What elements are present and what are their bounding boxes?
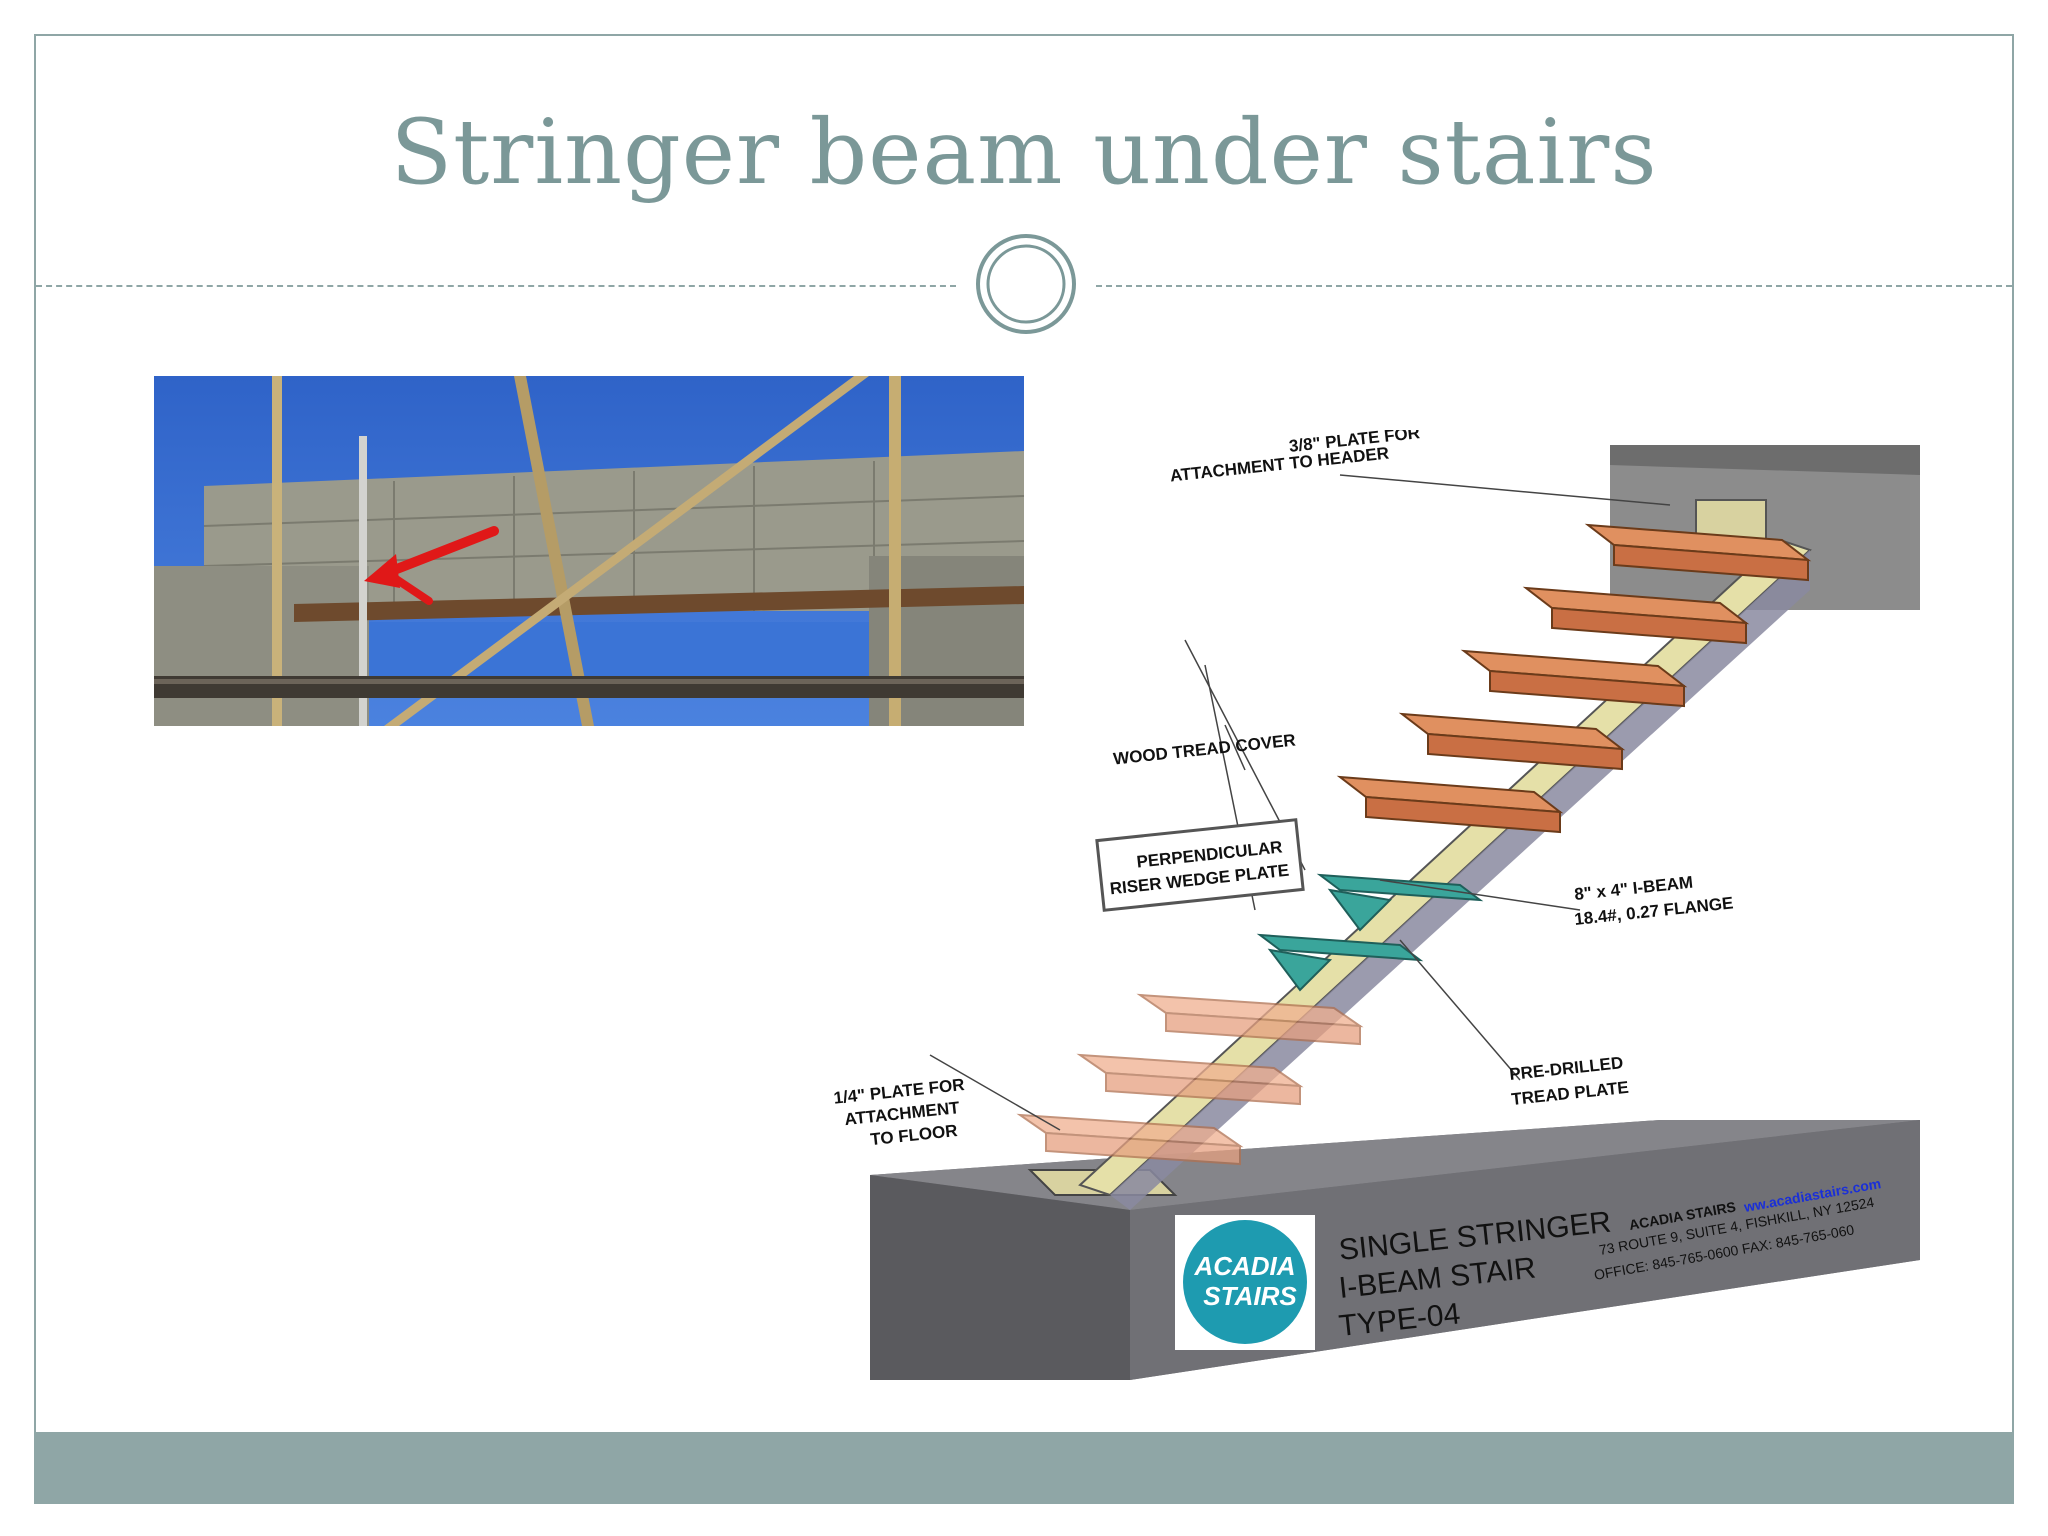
circle-ornament-icon bbox=[976, 234, 1076, 334]
slide-title: Stringer beam under stairs bbox=[390, 100, 1658, 205]
logo-text-2: STAIRS bbox=[1203, 1281, 1297, 1311]
perpendicular-label-box bbox=[1095, 818, 1305, 912]
logo-text-1: ACADIA bbox=[1193, 1251, 1295, 1281]
footer-bar bbox=[34, 1432, 2014, 1504]
title-divider-right bbox=[1096, 285, 2012, 287]
label-plate-header-2: ATTACHMENT TO HEADER bbox=[1169, 444, 1390, 486]
title-divider-left bbox=[36, 285, 956, 287]
acadia-logo-circle-icon bbox=[1183, 1220, 1307, 1344]
label-wood-tread: WOOD TREAD COVER bbox=[1112, 731, 1296, 769]
stair-diagram: 3/8" PLATE FOR ATTACHMENT TO HEADER WOOD… bbox=[833, 430, 1920, 1380]
construction-photo bbox=[154, 376, 1024, 726]
label-predrilled-2: TREAD PLATE bbox=[1510, 1078, 1629, 1109]
label-floor-3: TO FLOOR bbox=[869, 1121, 958, 1149]
